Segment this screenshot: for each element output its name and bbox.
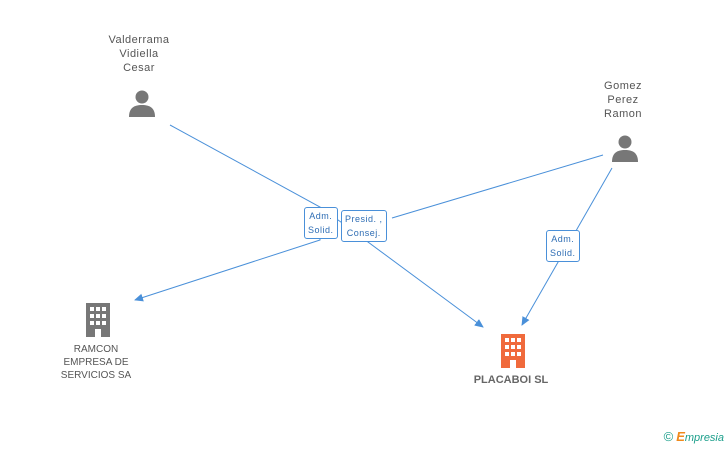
company-name-placaboi: PLACABOI SL [473,374,549,386]
edge-label-presid-consej[interactable]: Presid. , Consej. [341,210,387,242]
edge-valderrama-ramcon [134,124,321,302]
building-icon[interactable] [499,334,527,368]
edge-gomez-placaboi-presid [391,154,604,219]
brand-initial: E [676,429,685,444]
person-icon[interactable] [127,88,157,118]
company-name-ramcon: RAMCON EMPRESA DE SERVICIOS SA [60,344,132,381]
person-name-gomez: Gomez Perez Ramon [604,80,642,120]
brand-name: mpresia [684,432,724,444]
building-icon[interactable] [84,303,112,337]
person-name-valderrama: Valderrama Vidiella Cesar [108,34,170,74]
person-icon[interactable] [610,133,640,163]
copyright-icon: © [663,429,674,444]
edge-label-adm-solid[interactable]: Adm. Solid. [546,230,580,262]
edge-label-adm-solid[interactable]: Adm. Solid. [304,207,338,239]
copyright-brand[interactable]: ©Empresia [664,429,724,444]
